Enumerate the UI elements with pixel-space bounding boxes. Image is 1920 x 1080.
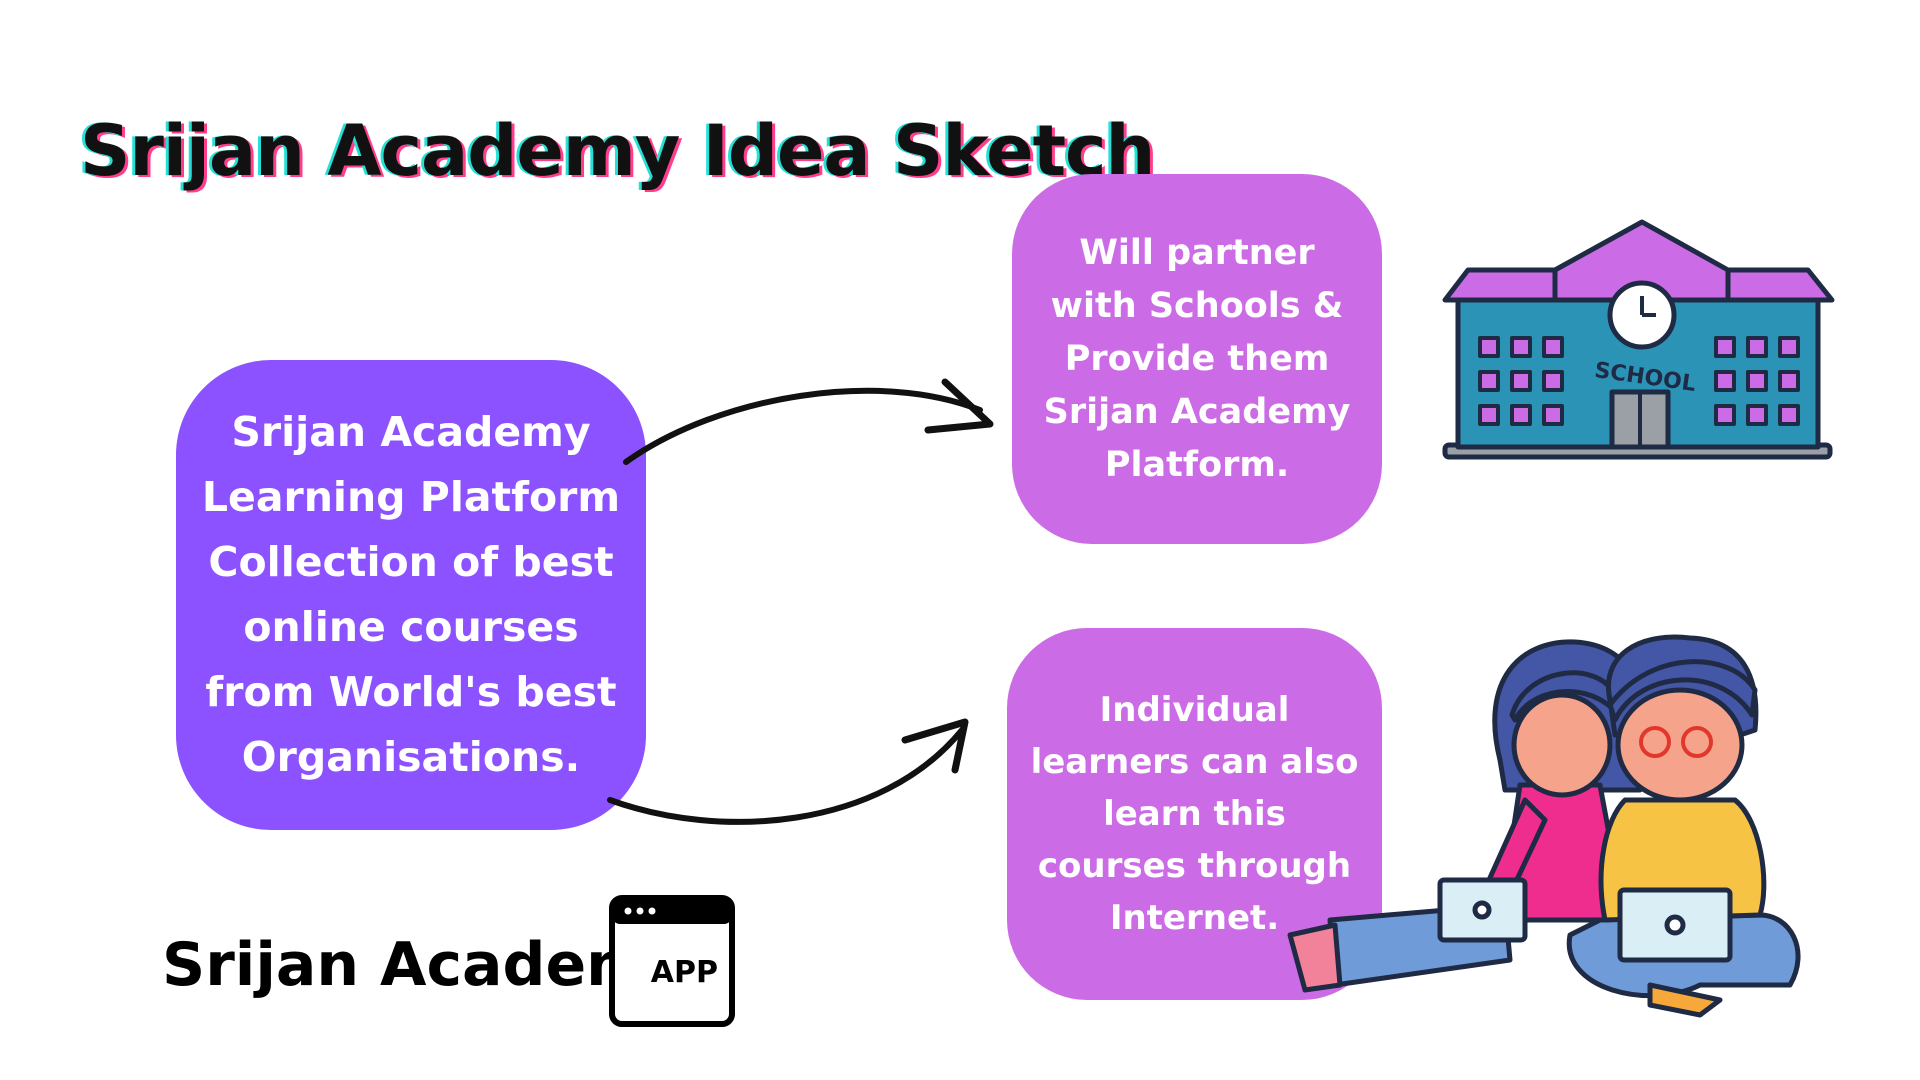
page-title: Srijan Academy Idea Sketch: [80, 110, 1155, 192]
schools-box-line: Srijan Academy: [1043, 391, 1351, 432]
schools-box-line: Will partner: [1079, 232, 1315, 273]
platform-box-line: Organisations.: [241, 733, 581, 781]
arrow-to-learners-icon: [607, 718, 969, 825]
learners-box-line: Internet.: [1109, 898, 1280, 938]
brand-name: Srijan Academy: [162, 930, 688, 1000]
platform-box-line: online courses: [243, 603, 579, 651]
schools-box-line: Platform.: [1104, 444, 1290, 485]
schools-box: Will partner with Schools & Provide them…: [1012, 174, 1382, 544]
platform-box-line: Srijan Academy: [231, 408, 591, 456]
learners-box-line: learners can also: [1030, 742, 1359, 782]
schools-box-line: Provide them: [1064, 338, 1330, 379]
platform-box: Srijan Academy Learning Platform Collect…: [176, 360, 646, 830]
platform-box-line: Learning Platform: [201, 473, 621, 521]
platform-box-line: Collection of best: [208, 538, 614, 586]
learners-box-line: learn this: [1103, 794, 1286, 834]
app-label: APP: [651, 955, 718, 990]
arrow-to-schools-icon: [623, 378, 994, 465]
learners-box-line: Individual: [1099, 690, 1290, 730]
platform-box-line: from World's best: [205, 668, 617, 716]
schools-box-line: with Schools &: [1050, 285, 1344, 326]
learners-box-line: courses through: [1037, 846, 1352, 886]
